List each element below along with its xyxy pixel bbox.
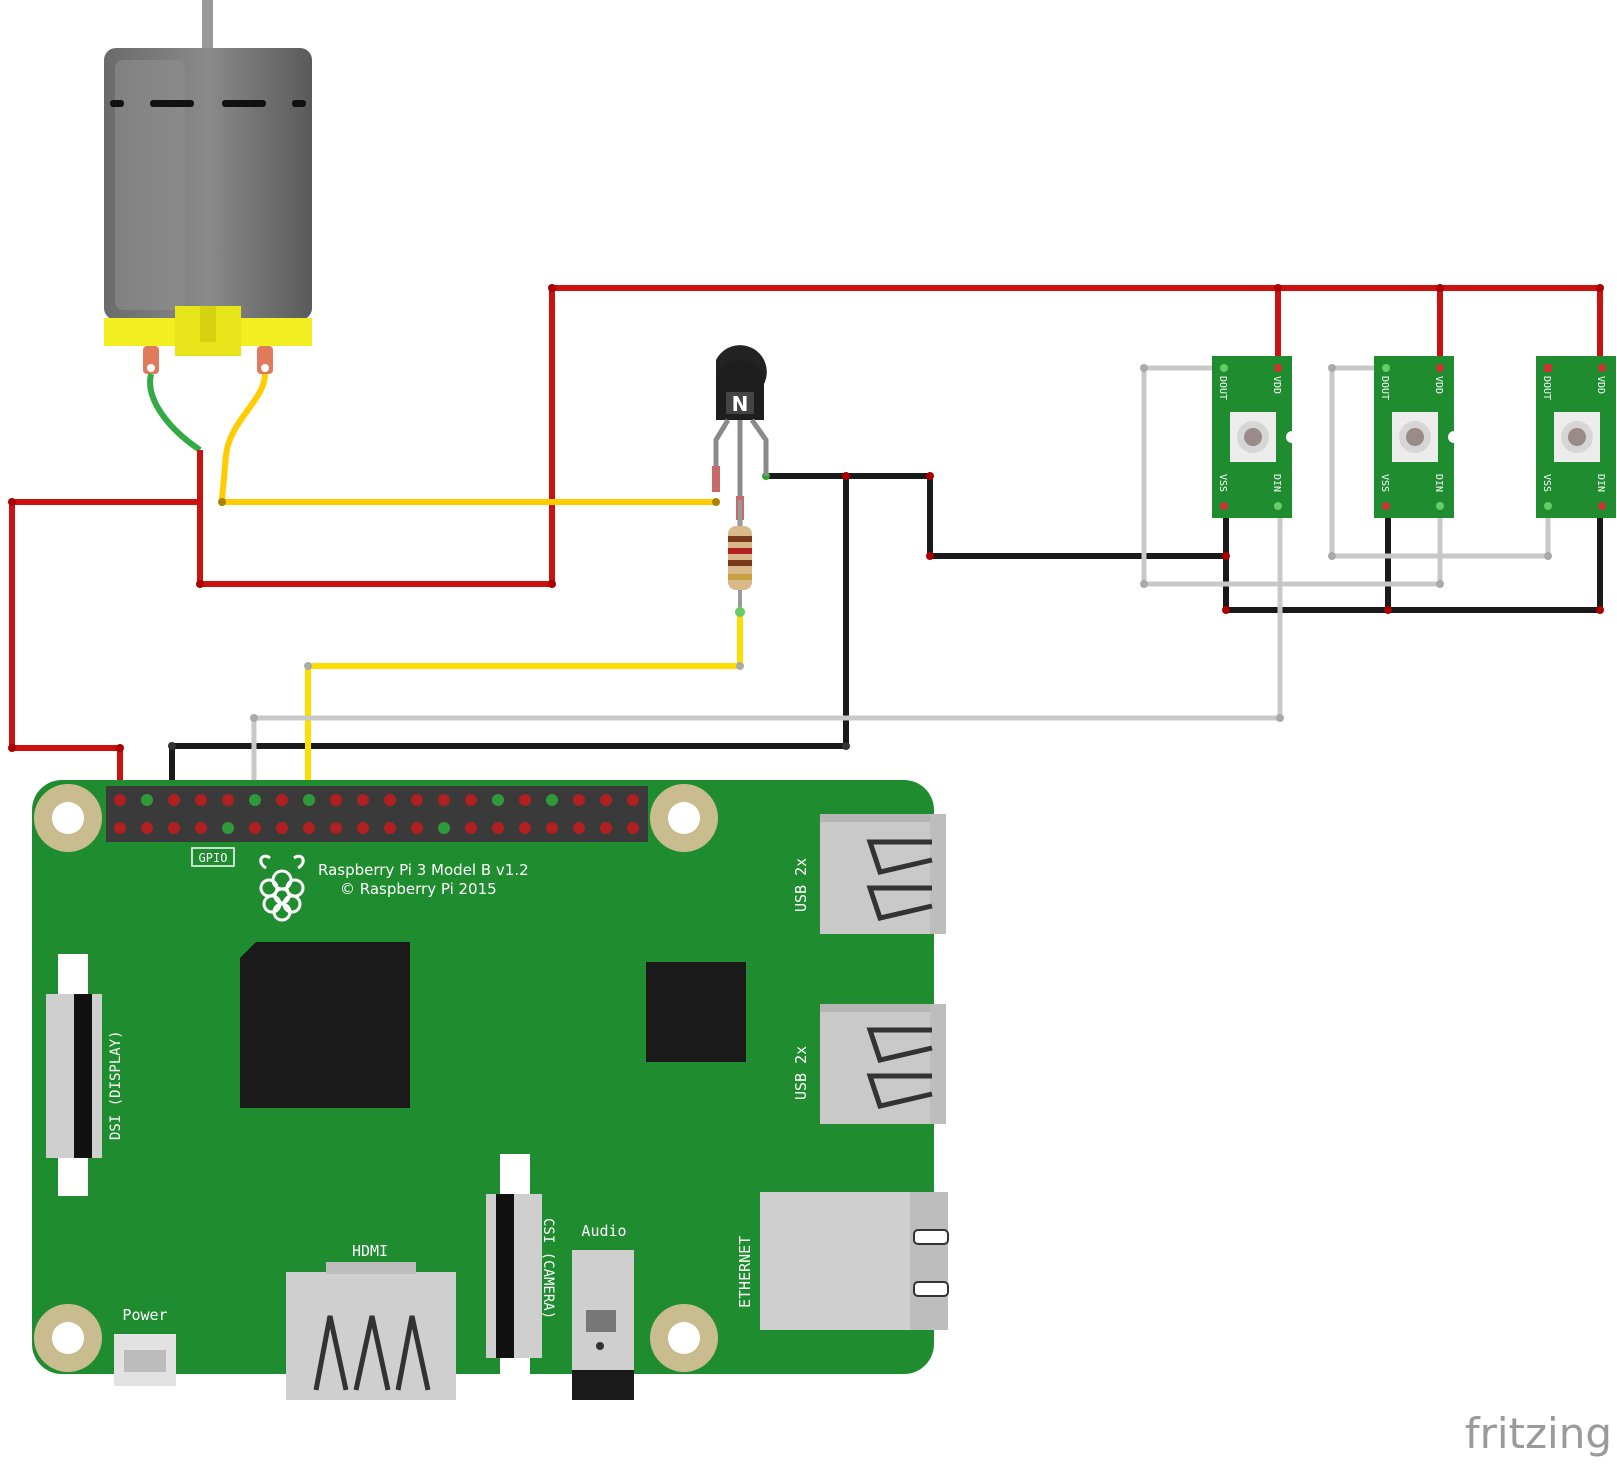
gpio-pin [357, 794, 369, 806]
gpio-pin [492, 822, 504, 834]
led3-pin-vss: VSS [1541, 474, 1552, 492]
transistor-type-label: N [732, 392, 749, 416]
board-copyright: © Raspberry Pi 2015 [340, 880, 497, 898]
gpio-pin [141, 794, 153, 806]
led-module-1: DOUT VDD VSS DIN [1212, 356, 1298, 518]
led2-pin-vss: VSS [1379, 474, 1390, 492]
gpio-pin [222, 794, 234, 806]
usb-label-lower: USB 2x [792, 1046, 810, 1100]
raspberry-logo-icon [259, 854, 305, 922]
gpio-pin [141, 822, 153, 834]
gpio-pin [330, 822, 342, 834]
board-name: Raspberry Pi 3 Model B v1.2 [318, 861, 529, 879]
gpio-pin [276, 794, 288, 806]
led2-pin-vdd: VDD [1433, 376, 1444, 394]
gpio-pin [384, 794, 396, 806]
dc-motor [104, 0, 312, 374]
mounting-holes [34, 784, 718, 1372]
power-label: Power [122, 1306, 167, 1324]
csi-label: CSI (CAMERA) [540, 1218, 556, 1319]
gpio-label: GPIO [199, 851, 228, 865]
gpio-pin [519, 822, 531, 834]
gpio-pin [438, 822, 450, 834]
gpio-pin [411, 822, 423, 834]
gpio-header [106, 786, 648, 842]
gpio-pins [114, 794, 639, 834]
gpio-pin [384, 822, 396, 834]
gpio-pin [357, 822, 369, 834]
hdmi-label: HDMI [352, 1242, 388, 1260]
gpio-pin [492, 794, 504, 806]
led2-pin-din: DIN [1433, 474, 1444, 492]
wire-white-data-din [251, 500, 1283, 798]
gpio-pin [303, 822, 315, 834]
led3-pin-dout: DOUT [1541, 376, 1552, 400]
gpio-pin [465, 822, 477, 834]
gpio-pin [114, 794, 126, 806]
wire-red-vdd-rail [197, 285, 1603, 587]
gpio-pin [465, 794, 477, 806]
dsi-connector [46, 954, 102, 1196]
power-port [114, 1334, 176, 1386]
gpio-pin [438, 794, 450, 806]
gpio-pin [168, 794, 180, 806]
wire-junctions [8, 284, 1604, 752]
lan-chip [646, 962, 746, 1062]
led1-pin-din: DIN [1271, 474, 1282, 492]
gpio-pin [573, 822, 585, 834]
wire-endpoints-gray [168, 364, 1552, 750]
gpio-pin [627, 794, 639, 806]
led1-pin-dout: DOUT [1217, 376, 1228, 400]
gpio-pin [195, 794, 207, 806]
led2-pin-dout: DOUT [1379, 376, 1390, 400]
led3-pin-vdd: VDD [1595, 376, 1606, 394]
led3-pin-din: DIN [1595, 474, 1606, 492]
wire-yellow-gpio-resistor [305, 612, 743, 798]
motor-lead-yellow [219, 373, 268, 501]
npn-transistor: N [712, 345, 769, 530]
soc-chip [240, 942, 410, 1108]
usb-port-upper [820, 814, 946, 934]
gpio-pin [546, 794, 558, 806]
wire-black-ground-1 [766, 473, 1226, 559]
led-module-3: DOUT VDD VSS DIN [1536, 356, 1616, 518]
audio-label: Audio [581, 1222, 626, 1240]
csi-connector [486, 1154, 542, 1374]
gpio-pin [303, 794, 315, 806]
usb-port-lower [820, 1004, 946, 1124]
raspberry-pi-board: GPIO Raspberry Pi 3 Model B v1.2 © Raspb… [32, 780, 949, 1400]
gpio-pin [519, 794, 531, 806]
gpio-pin [195, 822, 207, 834]
led-module-2: DOUT VDD VSS DIN [1374, 356, 1460, 518]
fritzing-watermark: fritzing [1465, 1409, 1612, 1458]
gpio-pin [249, 822, 261, 834]
dsi-label: DSI (DISPLAY) [108, 1030, 124, 1140]
gpio-pin [573, 794, 585, 806]
gpio-pin [249, 794, 261, 806]
wire-red-5v [9, 450, 203, 798]
gpio-pin [276, 822, 288, 834]
hdmi-port [286, 1262, 456, 1400]
wires [9, 285, 1603, 798]
ethernet-port [760, 1192, 949, 1330]
gpio-pin [627, 822, 639, 834]
resistor [728, 500, 752, 617]
gpio-pin [411, 794, 423, 806]
gpio-pin [600, 794, 612, 806]
gpio-pin [330, 794, 342, 806]
led1-pin-vss: VSS [1217, 474, 1228, 492]
gpio-pin [114, 822, 126, 834]
led1-pin-vdd: VDD [1271, 376, 1282, 394]
wire-black-ground-2 [169, 476, 849, 798]
gpio-pin [222, 822, 234, 834]
usb-label-upper: USB 2x [792, 858, 810, 912]
gpio-pin [600, 822, 612, 834]
ethernet-label: ETHERNET [736, 1236, 754, 1308]
gpio-pin [168, 822, 180, 834]
gpio-pin [546, 822, 558, 834]
motor-lead-green [147, 373, 202, 453]
audio-jack [572, 1250, 634, 1400]
